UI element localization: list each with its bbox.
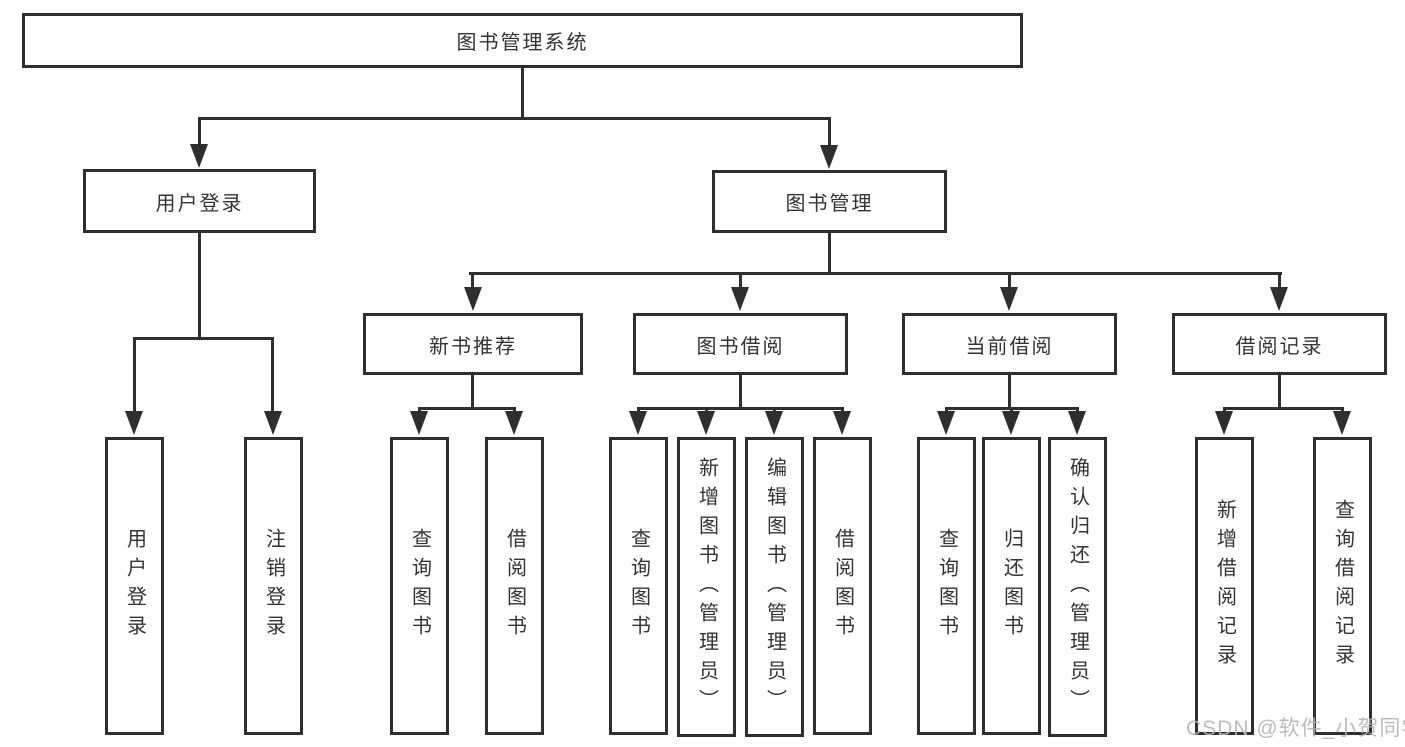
arrow-down-icon xyxy=(190,144,208,168)
arrow-down-icon xyxy=(410,411,428,435)
node-box-new-book: 新书推荐 xyxy=(363,313,583,375)
node-box-user-login: 用户登录 xyxy=(83,169,316,233)
leaf-box-borrow-books: 借阅图书 xyxy=(813,437,872,735)
connector-line xyxy=(133,337,274,340)
arrow-down-icon xyxy=(1333,411,1351,435)
arrow-down-icon xyxy=(264,411,282,435)
arrow-down-icon xyxy=(765,411,783,435)
arrow-down-icon xyxy=(820,145,838,169)
connector-line xyxy=(471,272,474,290)
connector-line xyxy=(1008,375,1011,409)
arrow-down-icon xyxy=(1068,411,1086,435)
leaf-box-query-books: 查询图书 xyxy=(917,437,976,735)
arrow-down-icon xyxy=(1002,411,1020,435)
leaf-box-query-books: 查询图书 xyxy=(609,437,668,735)
connector-line xyxy=(198,117,201,147)
leaf-box-logout: 注销登录 xyxy=(244,437,303,735)
leaf-box-add-books-admin: 新增图书（管理员） xyxy=(677,437,736,737)
arrow-down-icon xyxy=(937,411,955,435)
arrow-down-icon xyxy=(1270,287,1288,311)
leaf-box-borrow-books: 借阅图书 xyxy=(485,437,544,735)
leaf-box-query-books: 查询图书 xyxy=(390,437,449,735)
connector-line xyxy=(828,233,831,274)
leaf-box-edit-books-admin: 编辑图书（管理员） xyxy=(745,437,804,737)
connector-line xyxy=(133,337,136,413)
connector-line xyxy=(1278,272,1281,290)
connector-line xyxy=(1008,272,1011,290)
arrow-down-icon xyxy=(505,411,523,435)
node-box-book-mgmt: 图书管理 xyxy=(712,170,947,233)
leaf-box-return-books: 归还图书 xyxy=(982,437,1041,735)
connector-line xyxy=(418,407,516,410)
connector-line xyxy=(198,233,201,339)
connector-line xyxy=(198,117,831,120)
connector-line xyxy=(471,375,474,409)
leaf-box-confirm-return-admin: 确认归还（管理员） xyxy=(1048,437,1107,737)
connector-line xyxy=(739,272,742,290)
leaf-box-user-login: 用户登录 xyxy=(105,437,164,735)
arrow-down-icon xyxy=(629,411,647,435)
node-box-library-system: 图书管理系统 xyxy=(22,13,1023,68)
leaf-box-query-borrow-record: 查询借阅记录 xyxy=(1313,437,1372,735)
connector-line xyxy=(739,375,742,409)
node-box-current-borrow: 当前借阅 xyxy=(902,313,1117,375)
connector-line xyxy=(271,337,274,413)
node-box-book-borrow: 图书借阅 xyxy=(633,313,848,375)
arrow-down-icon xyxy=(1000,287,1018,311)
arrow-down-icon xyxy=(833,411,851,435)
connector-line xyxy=(521,66,524,117)
connector-line xyxy=(1223,407,1344,410)
arrow-down-icon xyxy=(731,287,749,311)
arrow-down-icon xyxy=(1215,411,1233,435)
connector-line xyxy=(469,272,1282,275)
leaf-box-add-borrow-record: 新增借阅记录 xyxy=(1195,437,1254,735)
arrow-down-icon xyxy=(697,411,715,435)
csdn-watermark: CSDN @软件_小贺同学 xyxy=(1186,717,1405,740)
arrow-down-icon xyxy=(464,287,482,311)
node-box-borrow-record: 借阅记录 xyxy=(1172,313,1387,375)
connector-line xyxy=(637,407,844,410)
arrow-down-icon xyxy=(125,411,143,435)
connector-line xyxy=(1278,375,1281,409)
connector-line xyxy=(828,117,831,148)
